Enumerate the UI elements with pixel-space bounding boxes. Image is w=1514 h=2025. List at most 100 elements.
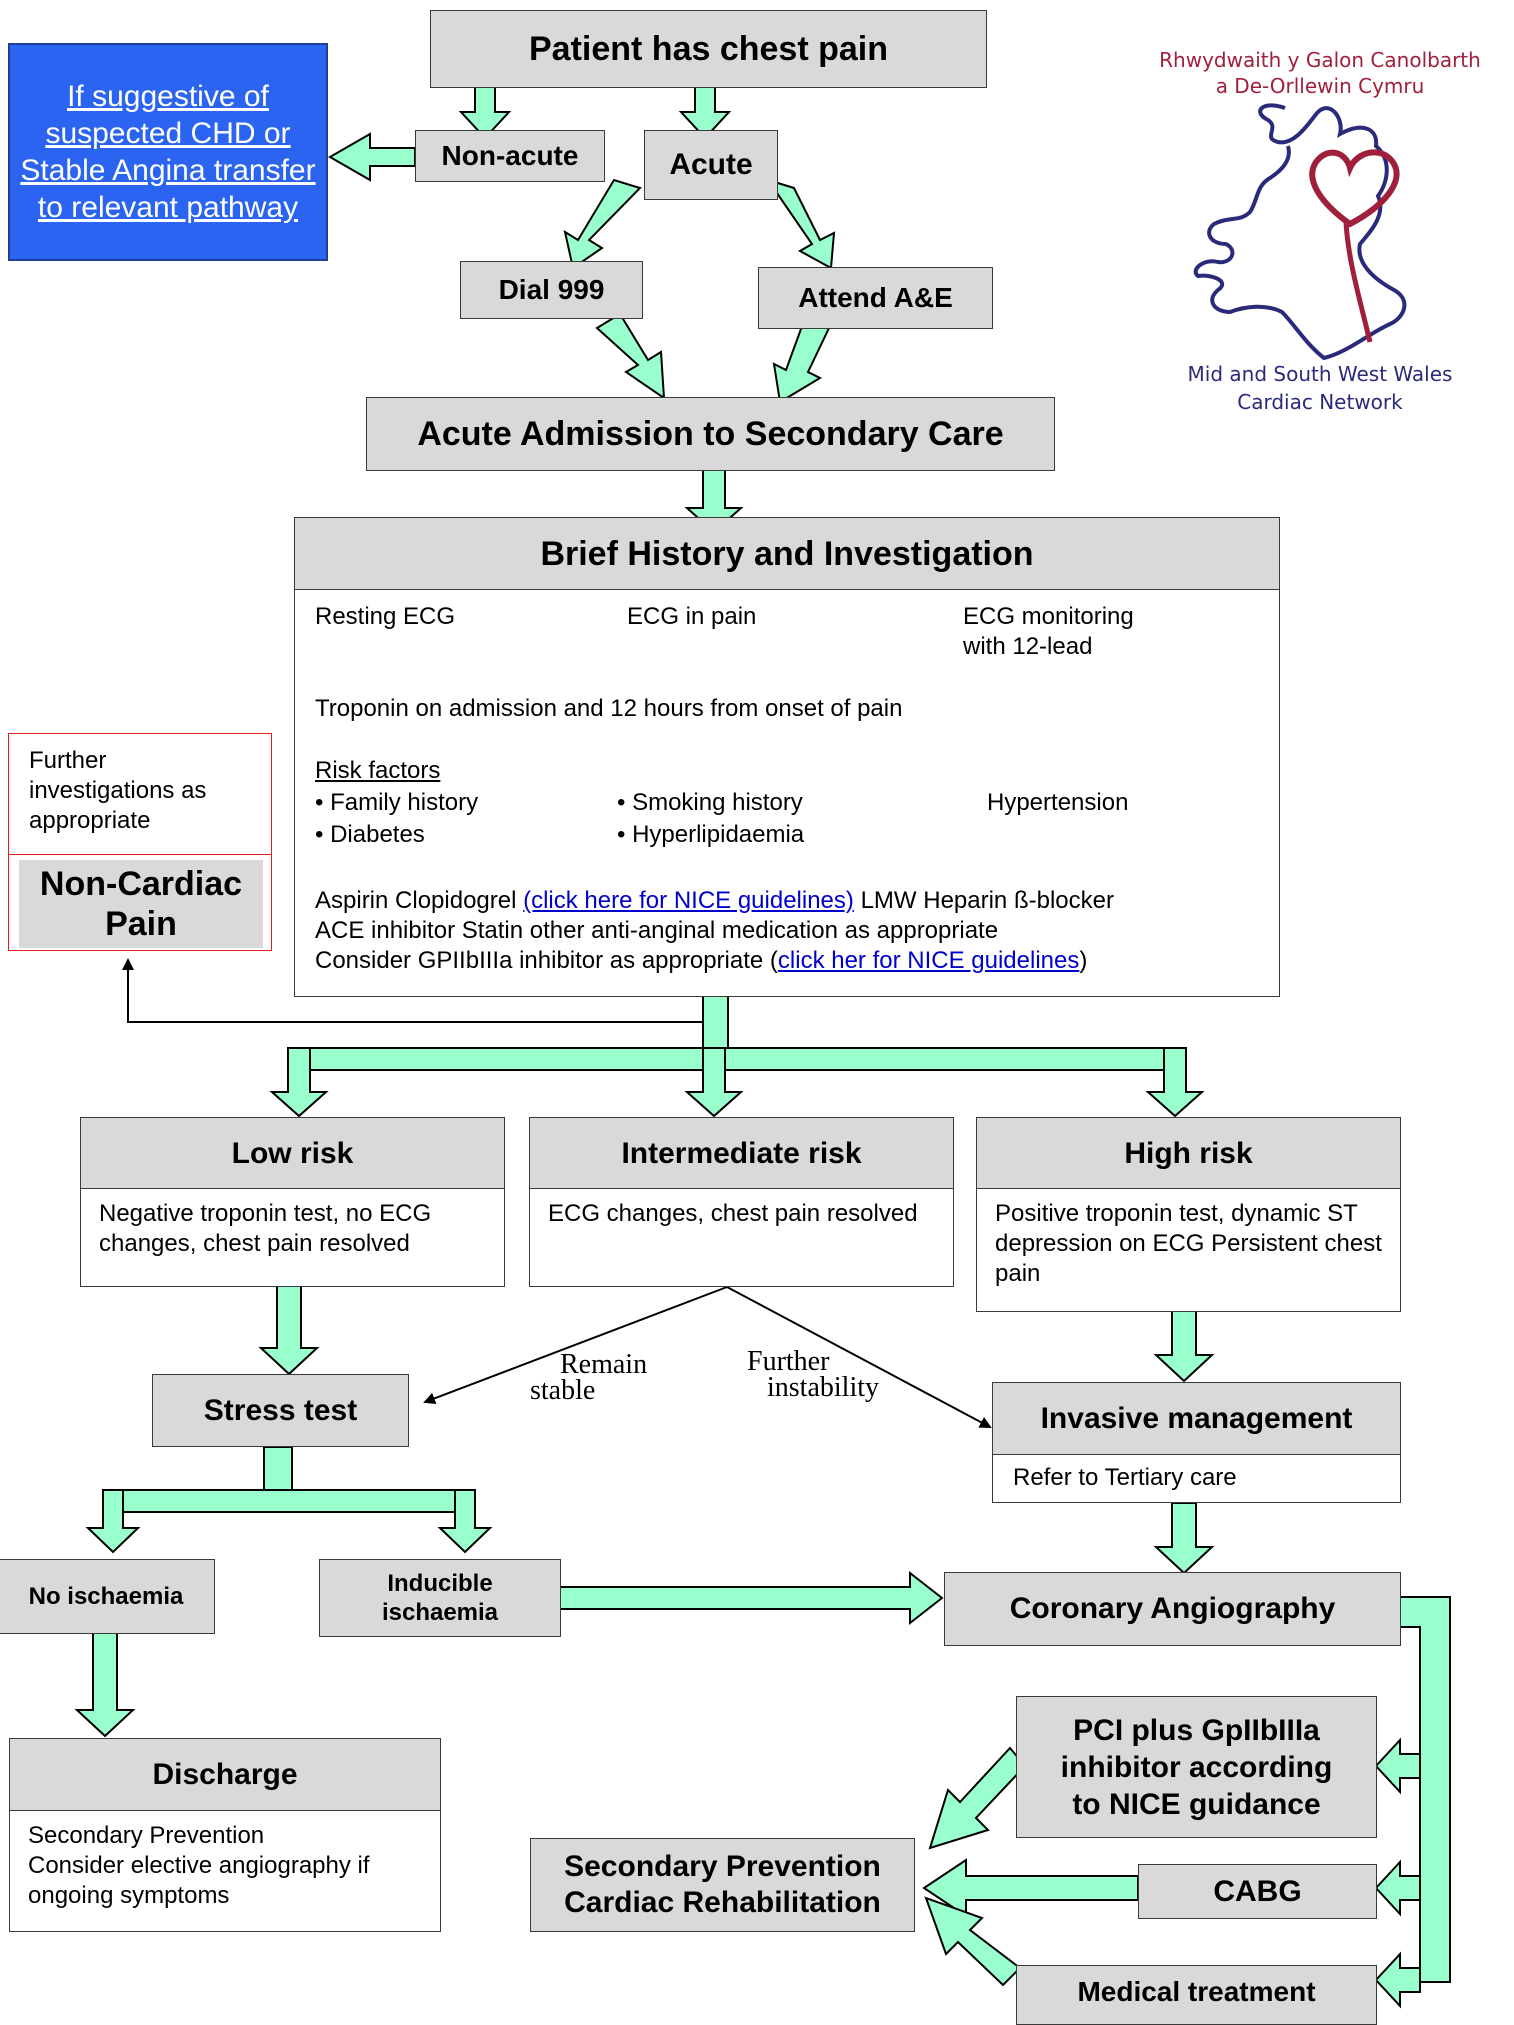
coronary-angiography-label: Coronary Angiography [1009, 1592, 1336, 1625]
arrow-dial-to-admission [595, 312, 666, 400]
logo-english-line-2: Cardiac Network [1237, 390, 1403, 414]
history-body: Resting ECG ECG in pain ECG monitoring w… [294, 589, 1280, 997]
connector-angiography-right [1399, 1596, 1451, 1983]
further-instability-label: Further instability [747, 1346, 917, 1403]
invasive-management-body: Refer to Tertiary care [992, 1454, 1401, 1503]
ecg-monitoring-line-1: ECG monitoring [963, 603, 1134, 630]
non-acute-node: Non-acute [415, 130, 605, 182]
arrow-inducible-to-angiography [557, 1570, 944, 1626]
arrow-medical-to-secondary [924, 1896, 1022, 1987]
secondary-prevention-node: Secondary Prevention Cardiac Rehabilitat… [530, 1838, 915, 1932]
connector-stress-down [263, 1446, 293, 1496]
risk-factors-label: Risk factors [315, 757, 441, 784]
risk-factor-text: Hyperlipidaemia [632, 821, 805, 848]
non-cardiac-box: Further investigations as appropriate No… [8, 733, 272, 951]
arrow-to-low-risk [269, 1047, 329, 1118]
further-instability-line-2: instability [767, 1372, 879, 1403]
no-ischaemia-node: No ischaemia [0, 1559, 215, 1634]
remain-stable-label: Remain stable [530, 1349, 670, 1406]
coronary-angiography-node: Coronary Angiography [944, 1572, 1401, 1646]
arrow-to-medical-treatment [1374, 1951, 1421, 2009]
connector-risk-split [287, 1047, 1176, 1071]
connector-stress-split [102, 1489, 474, 1513]
secondary-prevention-label: Secondary Prevention [564, 1850, 881, 1883]
arrow-to-pci [1374, 1737, 1421, 1795]
logo-welsh-text: Rhwydwaith y Galon Canolbarth a De-Orlle… [1135, 47, 1505, 99]
acute-admission-node: Acute Admission to Secondary Care [366, 397, 1055, 471]
intermediate-risk-body: ECG changes, chest pain resolved [529, 1188, 954, 1287]
risk-factor-hypertension: Hypertension [987, 789, 1129, 816]
discharge-secondary-prevention: Secondary Prevention [28, 1822, 265, 1849]
tertiary-care-text: Refer to Tertiary care [1013, 1464, 1237, 1491]
further-investigations-text: Further investigations as appropriate [29, 747, 207, 834]
inducible-ischaemia-node: Inducible ischaemia [319, 1559, 561, 1637]
acute-label: Acute [669, 148, 753, 181]
medication-line-2: ACE inhibitor Statin other anti-anginal … [315, 917, 999, 944]
cabg-label: CABG [1213, 1874, 1302, 1908]
nice-guidelines-link[interactable]: (click here for NICE guidelines) [523, 887, 854, 914]
medication-text: ) [1079, 947, 1088, 974]
high-risk-header: High risk [976, 1117, 1401, 1190]
intermediate-risk-criteria: ECG changes, chest pain resolved [548, 1200, 918, 1227]
heart-tail [1343, 221, 1373, 343]
stress-test-node: Stress test [152, 1374, 409, 1447]
low-risk-header: Low risk [80, 1117, 505, 1190]
arrow-high-to-invasive [1153, 1310, 1215, 1383]
discharge-body: Secondary Prevention Consider elective a… [9, 1810, 441, 1932]
non-cardiac-title: Non-Cardiac Pain [19, 860, 263, 948]
medication-text: LMW Heparin ß-blocker [853, 887, 1114, 914]
cabg-node: CABG [1138, 1864, 1377, 1919]
stress-test-label: Stress test [203, 1393, 358, 1427]
high-risk-criteria: Positive troponin test, dynamic ST depre… [995, 1200, 1382, 1287]
acute-node: Acute [644, 130, 778, 200]
history-header: Brief History and Investigation [294, 517, 1280, 591]
risk-factor-diabetes: • Diabetes [315, 821, 425, 848]
arrow-to-non-cardiac [122, 958, 703, 1023]
pathway-transfer-box[interactable]: If suggestive of suspected CHD or Stable… [8, 43, 328, 261]
risk-factor-smoking: • Smoking history [617, 789, 803, 816]
intermediate-risk-header: Intermediate risk [529, 1117, 954, 1190]
medical-treatment-node: Medical treatment [1016, 1965, 1377, 2025]
discharge-title: Discharge [152, 1758, 298, 1791]
dial-999-label: Dial 999 [498, 274, 605, 305]
logo-welsh-line-2: a De-Orllewin Cymru [1215, 74, 1425, 98]
pci-label: PCI plus GpIIbIIIa inhibitor according t… [1060, 1713, 1333, 1821]
low-risk-body: Negative troponin test, no ECG changes, … [80, 1188, 505, 1287]
ecg-monitoring: ECG monitoring with 12-lead [963, 602, 1134, 662]
arrow-ae-to-admission [772, 316, 831, 404]
wales-map-logo [1193, 103, 1407, 361]
arrow-to-cabg [1374, 1859, 1421, 1917]
arrow-to-intermediate-risk [684, 1047, 744, 1118]
pathway-transfer-link[interactable]: If suggestive of suspected CHD or Stable… [20, 80, 316, 224]
medication-text: Consider GPIIbIIIa inhibitor as appropri… [315, 947, 778, 974]
arrow-pci-to-secondary [928, 1746, 1027, 1850]
no-ischaemia-label: No ischaemia [28, 1582, 184, 1610]
low-risk-criteria: Negative troponin test, no ECG changes, … [99, 1200, 432, 1257]
arrow-remain-stable [423, 1286, 728, 1405]
patient-chest-pain-node: Patient has chest pain [430, 10, 987, 88]
arrow-to-high-risk [1145, 1047, 1205, 1118]
inducible-ischaemia-label: Inducible ischaemia [381, 1570, 499, 1626]
history-title: Brief History and Investigation [540, 534, 1034, 573]
low-risk-title: Low risk [231, 1136, 354, 1170]
wales-outline [1193, 103, 1407, 361]
high-risk-body: Positive troponin test, dynamic ST depre… [976, 1188, 1401, 1312]
arrow-low-to-stress [258, 1284, 320, 1376]
risk-factor-text: Family history [330, 789, 479, 816]
arrow-to-dial-999 [563, 178, 642, 270]
acute-admission-label: Acute Admission to Secondary Care [417, 414, 1004, 453]
arrow-to-attend-ae [765, 178, 836, 270]
remain-stable-line-1: Remain [560, 1349, 648, 1380]
ecg-in-pain: ECG in pain [627, 603, 757, 630]
arrow-to-no-ischaemia [85, 1489, 141, 1554]
gpiibiiia-nice-guidelines-link[interactable]: click her for NICE guidelines [777, 947, 1080, 974]
risk-factor-family-history: • Family history [315, 789, 479, 816]
attend-ae-label: Attend A&E [798, 282, 953, 313]
arrow-to-inducible-ischaemia [437, 1489, 493, 1554]
further-instability-line-1: Further [747, 1346, 830, 1377]
intermediate-risk-title: Intermediate risk [621, 1136, 862, 1170]
pci-node: PCI plus GpIIbIIIa inhibitor according t… [1016, 1696, 1377, 1838]
arrow-cabg-to-secondary [922, 1858, 1139, 1918]
remain-stable-line-2: stable [530, 1375, 596, 1406]
